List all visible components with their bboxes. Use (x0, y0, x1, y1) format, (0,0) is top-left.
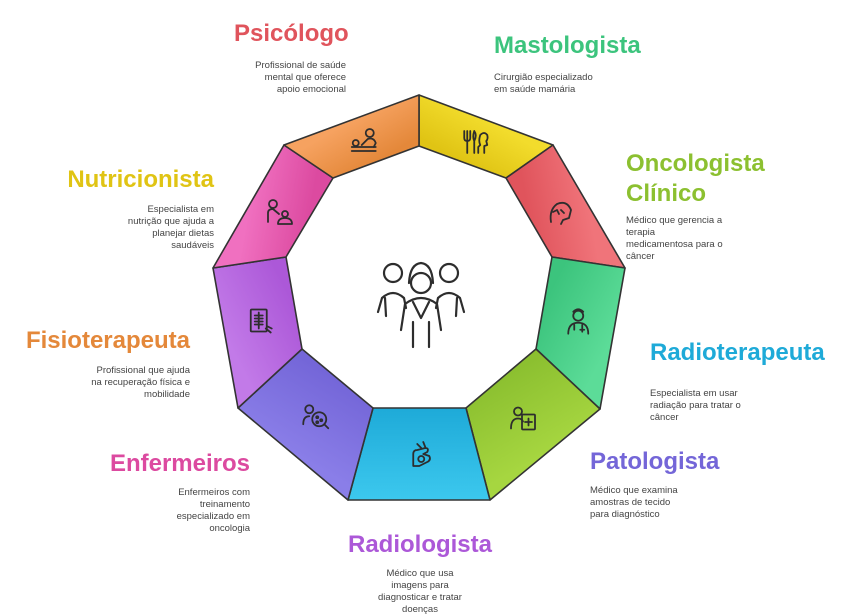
desc-radiologista: Médico que usa imagens para diagnosticar… (378, 568, 462, 615)
desc-psicologo: Profissional de saúde mental que oferece… (255, 60, 346, 95)
fork-knife-head-icon (463, 130, 489, 154)
head-hands-icon (549, 201, 572, 225)
desc-nutricionista: Especialista em nutrição que ajuda a pla… (127, 204, 214, 251)
label-patologista: Patologista (590, 448, 720, 475)
clipboard-person-icon (510, 406, 536, 431)
team-group-icon (376, 261, 466, 349)
desc-enfermeiros: Enfermeiros com treinamento especializad… (176, 487, 250, 534)
label-enfermeiros: Enfermeiros (109, 450, 250, 477)
desc-oncologista: Médico que gerencia a terapia medicament… (626, 215, 723, 262)
desc-patologista: Médico que examina amostras de tecido pa… (590, 485, 678, 520)
segment-fisioterapeuta (283, 94, 420, 179)
nurse-patient-icon (267, 199, 293, 225)
radiation-hand-icon (412, 441, 431, 467)
massage-icon (350, 128, 377, 152)
label-mastologista: Mastologista (494, 32, 641, 59)
label-psicologo: Psicólogo (234, 20, 349, 47)
xray-icon (249, 308, 273, 334)
label-radiologista: Radiologista (347, 531, 492, 558)
label-radioterapeuta: Radioterapeuta (650, 339, 825, 366)
desc-radioterapeuta: Especialista em usar radiação para trata… (650, 388, 741, 423)
desc-mastologista: Cirurgião especializado em saúde mamária (494, 72, 593, 95)
doctor-icon (567, 308, 590, 335)
desc-fisioterapeuta: Profissional que ajuda na recuperação fí… (91, 365, 190, 400)
magnifier-cells-icon (302, 404, 330, 430)
label-oncologista: Oncologista Clínico (626, 150, 765, 207)
label-nutricionista: Nutricionista (67, 166, 214, 193)
label-fisioterapeuta: Fisioterapeuta (25, 327, 190, 354)
